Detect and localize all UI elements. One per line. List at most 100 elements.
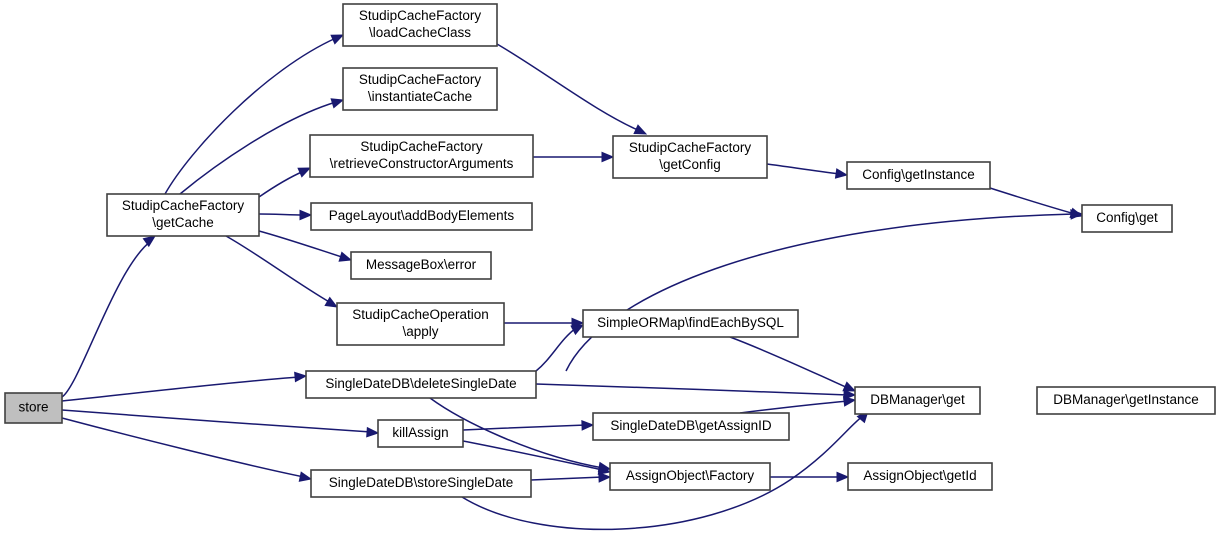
node-messageBoxError[interactable]: MessageBox\error (350, 251, 492, 280)
node-box[interactable] (350, 251, 492, 280)
node-label: AssignObject\getId (863, 468, 976, 483)
arrowhead-icon (330, 98, 345, 109)
node-label: StudipCacheFactory (122, 198, 245, 213)
node-box[interactable] (846, 161, 991, 190)
arrowhead-icon (598, 472, 612, 483)
node-storeSingleDate[interactable]: SingleDateDB\storeSingleDate (310, 469, 532, 498)
node-loadCacheClass[interactable]: StudipCacheFactory\loadCacheClass (342, 3, 498, 47)
node-retrieveArgs[interactable]: StudipCacheFactory \retrieveConstructorAr… (309, 134, 534, 178)
node-box[interactable] (854, 386, 981, 415)
node-dbManagerGetInstance[interactable]: DBManager\getInstance (1036, 386, 1216, 415)
node-cacheOpApply[interactable]: StudipCacheOperation\apply (336, 302, 505, 346)
node-box[interactable] (592, 412, 790, 441)
node-label: Config\get (1096, 210, 1158, 225)
edge-deleteSingleDate-to-assignFactory (429, 397, 612, 473)
nodes-layer: storeStudipCacheFactory\getCacheStudipCa… (4, 3, 1216, 498)
node-store[interactable]: store (4, 392, 63, 424)
arrowhead-icon (597, 461, 612, 473)
edge-storeSingleDate-to-assignFactory (530, 472, 612, 483)
node-label: StudipCacheOperation (352, 307, 489, 322)
arrowhead-icon (842, 381, 857, 392)
edge-assignFactory-to-assignGetId (770, 471, 850, 483)
edge-getConfig-to-configGetInstance (766, 163, 849, 179)
arrowhead-icon (298, 471, 313, 482)
node-label: SingleDateDB\storeSingleDate (329, 475, 514, 490)
node-box[interactable] (309, 134, 534, 178)
node-killAssign[interactable]: killAssign (377, 419, 464, 448)
node-deleteSingleDate[interactable]: SingleDateDB\deleteSingleDate (305, 370, 537, 399)
arrowhead-icon (324, 296, 339, 308)
edge-getAssignID-to-dbManagerGet (739, 396, 857, 414)
node-configGetInstance[interactable]: Config\getInstance (846, 161, 991, 190)
edge-store-to-deleteSingleDate (61, 371, 308, 402)
node-box[interactable] (4, 392, 63, 424)
node-label: \loadCacheClass (369, 25, 471, 40)
node-box[interactable] (342, 67, 498, 111)
arrowhead-icon (581, 420, 595, 431)
node-label: StudipCacheFactory (629, 140, 752, 155)
arrowhead-icon (836, 471, 850, 483)
node-box[interactable] (310, 469, 532, 498)
node-box[interactable] (582, 309, 799, 338)
edge-getCache-to-cacheOpApply (225, 235, 339, 308)
edge-deleteSingleDate-to-findEachBySQL (535, 324, 585, 372)
arrowhead-icon (299, 209, 313, 221)
node-box[interactable] (336, 302, 505, 346)
arrowhead-icon (601, 151, 615, 163)
node-label: Config\getInstance (862, 167, 975, 182)
node-configGet[interactable]: Config\get (1081, 204, 1173, 233)
node-instantiateCache[interactable]: StudipCacheFactory \instantiateCache (342, 67, 498, 111)
node-box[interactable] (305, 370, 537, 399)
edge-store-to-killAssign (61, 409, 380, 438)
arrowhead-icon (338, 251, 353, 262)
node-label: DBManager\get (870, 392, 965, 407)
node-label: killAssign (392, 425, 448, 440)
node-box[interactable] (1081, 204, 1173, 233)
node-getAssignID[interactable]: SingleDateDB\getAssignID (592, 412, 790, 441)
arrowhead-icon (330, 34, 345, 45)
node-addBodyElements[interactable]: PageLayout\addBodyElements (310, 202, 533, 231)
edge-deleteSingleDate-to-configGet (565, 209, 1084, 372)
node-findEachBySQL[interactable]: SimpleORMap\findEachBySQL (582, 309, 799, 338)
node-box[interactable] (342, 3, 498, 47)
arrowhead-icon (142, 235, 157, 248)
arrowhead-icon (1070, 209, 1084, 220)
node-getCache[interactable]: StudipCacheFactory \getCache (106, 193, 260, 237)
node-assignGetId[interactable]: AssignObject\getId (847, 462, 993, 491)
node-label: SimpleORMap\findEachBySQL (597, 315, 784, 330)
node-label: StudipCacheFactory (360, 139, 483, 154)
node-label: DBManager\getInstance (1053, 392, 1199, 407)
node-box[interactable] (106, 193, 260, 237)
arrowhead-icon (834, 168, 849, 179)
arrowhead-icon (843, 389, 857, 400)
node-label: store (18, 400, 48, 415)
edge-getCache-to-messageBoxError (258, 230, 353, 262)
node-box[interactable] (847, 462, 993, 491)
node-label: AssignObject\Factory (626, 468, 755, 483)
node-label: StudipCacheFactory (359, 72, 482, 87)
node-dbManagerGet[interactable]: DBManager\get (854, 386, 981, 415)
node-label: SingleDateDB\getAssignID (610, 418, 772, 433)
edge-killAssign-to-getAssignID (462, 420, 595, 431)
edge-retrieveArgs-to-getConfig (533, 151, 615, 163)
node-label: \retrieveConstructorArguments (330, 156, 514, 171)
edge-getCache-to-loadCacheClass (164, 34, 345, 195)
edges-layer (61, 34, 1084, 531)
node-box[interactable] (310, 202, 533, 231)
arrowhead-icon (294, 371, 308, 383)
node-label: \instantiateCache (368, 89, 472, 104)
edge-store-to-getCache (61, 235, 157, 398)
node-label: \getCache (152, 215, 214, 230)
node-box[interactable] (609, 462, 771, 491)
arrowhead-icon (366, 426, 380, 438)
node-assignFactory[interactable]: AssignObject\Factory (609, 462, 771, 491)
node-box[interactable] (377, 419, 464, 448)
node-getConfig[interactable]: StudipCacheFactory \getConfig (612, 135, 768, 179)
node-label: PageLayout\addBodyElements (329, 208, 515, 223)
edge-getCache-to-instantiateCache (179, 98, 345, 195)
node-box[interactable] (612, 135, 768, 179)
node-box[interactable] (1036, 386, 1216, 415)
node-label: MessageBox\error (366, 257, 477, 272)
node-label: \getConfig (659, 157, 721, 172)
